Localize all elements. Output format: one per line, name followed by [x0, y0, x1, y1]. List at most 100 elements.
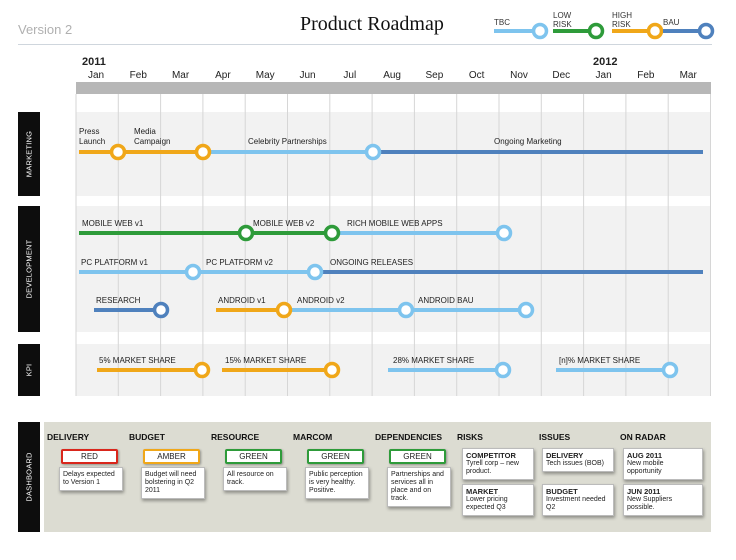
- label-kpi-5: 5% MARKET SHARE: [99, 356, 176, 365]
- marcom-heading: MARCOM: [293, 432, 333, 442]
- tab-development: DEVELOPMENT: [18, 206, 40, 332]
- label-kpi-15: 15% MARKET SHARE: [225, 356, 307, 365]
- resource-status-badge: GREEN: [225, 449, 282, 464]
- android-v1-milestone: [275, 301, 293, 319]
- tab-marketing: MARKETING: [18, 112, 40, 196]
- month-label: Oct: [468, 70, 485, 81]
- delivery-status-badge: RED: [61, 449, 118, 464]
- rich-mobile-web-apps-milestone: [495, 224, 513, 242]
- version-label: Version 2: [18, 22, 73, 37]
- issues-heading: ISSUES: [539, 432, 571, 442]
- budget-heading: BUDGET: [129, 432, 165, 442]
- label-kpi-28: 28% MARKET SHARE: [393, 356, 475, 365]
- android-v2-milestone: [397, 301, 415, 319]
- legend-label-high-risk: HIGH RISK: [612, 11, 632, 29]
- month-label: Jan: [595, 70, 612, 81]
- tab-kpi: KPI: [18, 344, 40, 396]
- label-android-bau: ANDROID BAU: [418, 296, 474, 305]
- legend-low-risk-marker: [587, 22, 605, 40]
- dependencies-heading: DEPENDENCIES: [375, 432, 443, 442]
- delivery-note: Delays expected to Version 1: [59, 467, 123, 491]
- label-mobile-web-v1: MOBILE WEB v1: [82, 219, 144, 228]
- tab-dashboard: DASHBOARD: [18, 422, 40, 532]
- celebrity-partnerships-milestone: [364, 143, 382, 161]
- month-label: Apr: [215, 70, 231, 81]
- marcom-status-badge: GREEN: [307, 449, 364, 464]
- label-pc-platform-v1: PC PLATFORM v1: [81, 258, 148, 267]
- pc-platform-v1-milestone: [184, 263, 202, 281]
- resource-note: All resource on track.: [223, 467, 287, 491]
- budget-status-badge: AMBER: [143, 449, 200, 464]
- kpi-5-milestone: [193, 361, 211, 379]
- legend-label-bau: BAU: [663, 18, 680, 27]
- month-label: Feb: [637, 70, 655, 81]
- mobile-web-v2-milestone: [323, 224, 341, 242]
- year-2012: 2012: [593, 56, 618, 68]
- label-rich-mobile-web-apps: RICH MOBILE WEB APPS: [347, 219, 443, 228]
- dependencies-status-badge: GREEN: [389, 449, 446, 464]
- pc-platform-v2-milestone: [306, 263, 324, 281]
- label-press-launch: Press Launch: [79, 127, 106, 146]
- resource-heading: RESOURCE: [211, 432, 260, 442]
- label-media-campaign: Media Campaign: [134, 127, 171, 146]
- label-kpi-n: [n]% MARKET SHARE: [559, 356, 641, 365]
- month-label: Mar: [171, 70, 190, 81]
- legend-tbc-marker: [531, 22, 549, 40]
- dashboard-delivery: DELIVERY RED Delays expected to Version …: [47, 432, 125, 491]
- dashboard-dependencies: DEPENDENCIES GREEN Partnerships and serv…: [375, 432, 453, 507]
- label-pc-platform-v2: PC PLATFORM v2: [206, 258, 273, 267]
- kpi-28-milestone: [494, 361, 512, 379]
- year-2011: 2011: [82, 56, 106, 68]
- month-label: Dec: [552, 70, 571, 81]
- kpi-n-milestone: [661, 361, 679, 379]
- dashboard-budget: BUDGET AMBER Budget will need bolstering…: [129, 432, 207, 499]
- legend-high-risk-marker: [646, 22, 664, 40]
- month-label: Aug: [383, 70, 401, 81]
- press-launch-milestone: [109, 143, 127, 161]
- timeline-bar: [76, 82, 711, 94]
- delivery-heading: DELIVERY: [47, 432, 90, 442]
- legend-label-low-risk: LOW RISK: [553, 11, 572, 29]
- risks-heading: RISKS: [457, 432, 483, 442]
- month-label: Jun: [299, 70, 316, 81]
- label-mobile-web-v2: MOBILE WEB v2: [253, 219, 315, 228]
- dependencies-note: Partnerships and services all in place a…: [387, 467, 451, 507]
- month-label: Jan: [87, 70, 105, 81]
- label-research: RESEARCH: [96, 296, 141, 305]
- kpi-15-milestone: [323, 361, 341, 379]
- month-label: Feb: [129, 70, 147, 81]
- month-label: Nov: [510, 70, 528, 81]
- dashboard-marcom: MARCOM GREEN Public perception is very h…: [293, 432, 371, 499]
- legend-bau-marker: [697, 22, 715, 40]
- month-label: Sep: [425, 70, 444, 81]
- legend-label-tbc: TBC: [494, 18, 510, 27]
- mobile-web-v1-milestone: [237, 224, 255, 242]
- label-celebrity-partnerships: Celebrity Partnerships: [248, 137, 327, 146]
- month-label: Jul: [343, 70, 357, 81]
- dashboard-resource: RESOURCE GREEN All resource on track.: [211, 432, 289, 491]
- month-label: Mar: [679, 70, 697, 81]
- label-android-v1: ANDROID v1: [218, 296, 266, 305]
- budget-note: Budget will need bolstering in Q2 2011: [141, 467, 205, 499]
- label-ongoing-marketing: Ongoing Marketing: [494, 137, 562, 146]
- page-title: Product Roadmap: [300, 13, 444, 35]
- radar-heading: ON RADAR: [620, 432, 666, 442]
- research-milestone: [152, 301, 170, 319]
- marcom-note: Public perception is very healthy. Posit…: [305, 467, 369, 499]
- month-label: May: [255, 70, 275, 81]
- header-divider: [18, 44, 712, 45]
- media-campaign-milestone: [194, 143, 212, 161]
- label-ongoing-releases: ONGOING RELEASES: [330, 258, 414, 267]
- android-bau-milestone: [517, 301, 535, 319]
- label-android-v2: ANDROID v2: [297, 296, 345, 305]
